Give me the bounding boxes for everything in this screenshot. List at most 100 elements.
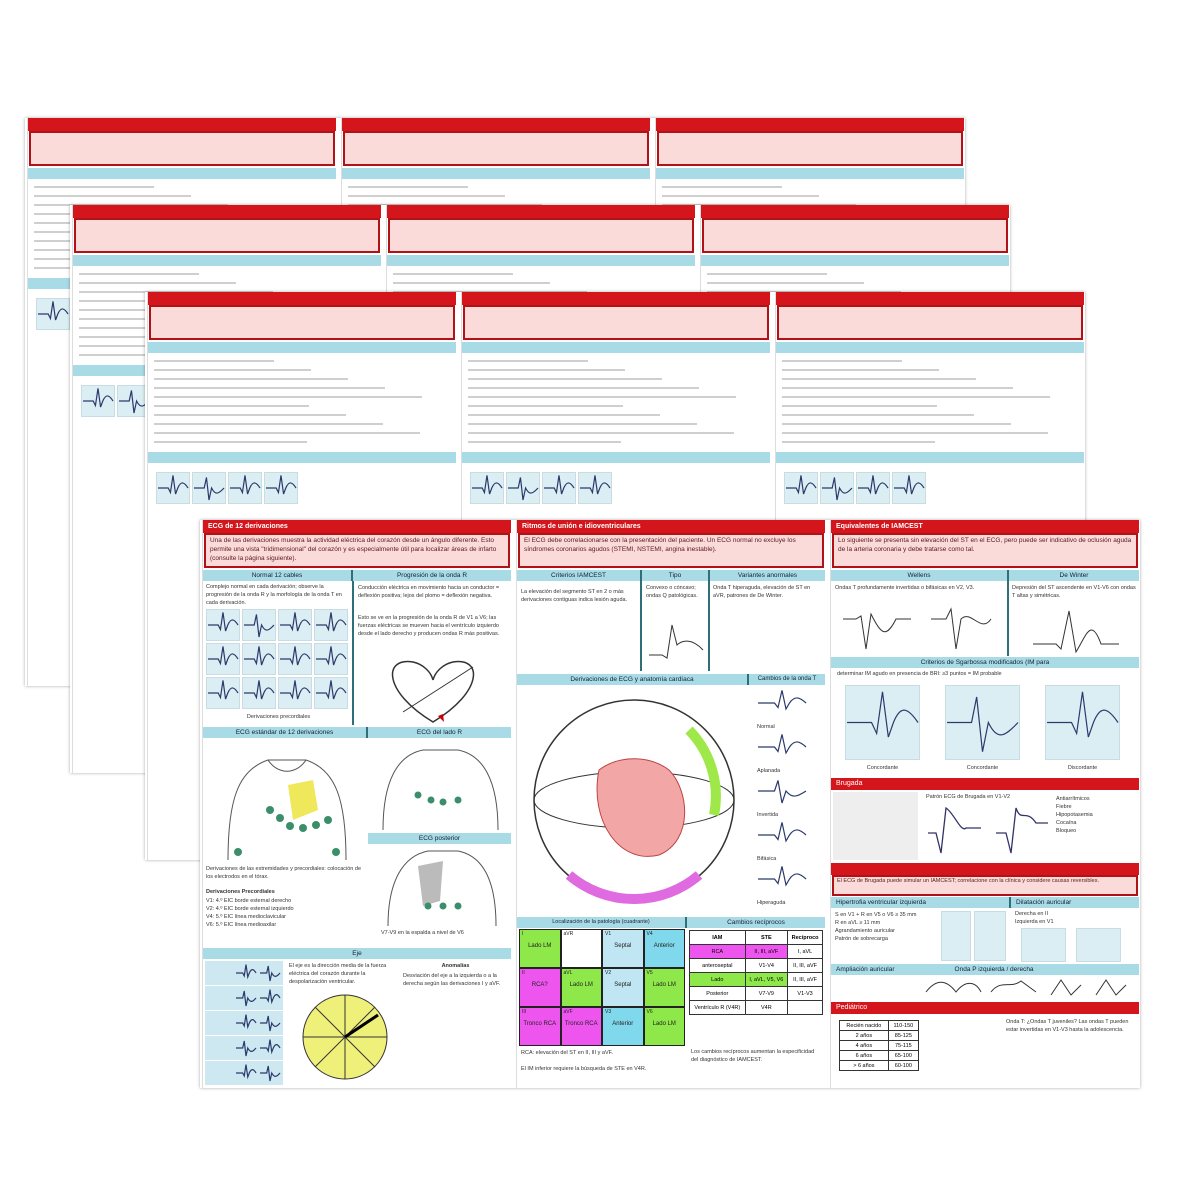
lead-name: V3 bbox=[605, 1009, 612, 1015]
table-cell: 4 años bbox=[839, 1040, 889, 1051]
anatomy-header: Derivaciones de ECG y anatomía cardíaca bbox=[517, 674, 749, 685]
ecg-waveform bbox=[208, 612, 239, 632]
limb-leads-text: Derivaciones de las extremidades y preco… bbox=[206, 866, 361, 880]
back-title-bar bbox=[776, 292, 1084, 305]
posterior-ecg-header: ECG posterior bbox=[368, 833, 511, 844]
back-ecg-cell bbox=[192, 472, 226, 504]
ecg-waveform bbox=[758, 734, 807, 755]
table-cell: V4R bbox=[744, 1000, 789, 1015]
back-text-line bbox=[782, 414, 974, 416]
axis-table-row bbox=[205, 986, 283, 1011]
table-cell: I, aVL bbox=[787, 944, 823, 959]
type-text: Convexo o cóncavo; ondas Q patológicas. bbox=[646, 585, 698, 599]
back-section-bar bbox=[28, 168, 336, 179]
ecg-waveform bbox=[260, 989, 281, 1005]
back-text-line bbox=[468, 441, 621, 443]
precordial-item: V2: 4.º EIC borde esternal izquierdo bbox=[206, 906, 294, 912]
back-section-bar bbox=[148, 452, 456, 463]
t-wave-item: Normal bbox=[757, 688, 823, 732]
ecg-waveform bbox=[244, 614, 275, 638]
ecg-waveform bbox=[266, 475, 297, 495]
ecg-waveform bbox=[947, 696, 1019, 752]
t-wave-item: Aplanada bbox=[757, 732, 823, 776]
sgarbossa-label: Discordante bbox=[1067, 765, 1098, 771]
panel-title: ECG de 12 derivaciones bbox=[203, 520, 511, 533]
lead-name: V1 bbox=[605, 931, 612, 937]
t-wave-label: Bifásica bbox=[757, 856, 777, 862]
back-text-line bbox=[468, 414, 660, 416]
back-description-box bbox=[702, 218, 1008, 253]
ecg-waveform bbox=[822, 477, 853, 501]
sgarbossa-label: Concordante bbox=[866, 765, 899, 771]
divider bbox=[640, 581, 642, 671]
ecg-waveform bbox=[230, 475, 261, 495]
back-text-line bbox=[468, 387, 699, 389]
ecg-strip bbox=[945, 685, 1020, 760]
back-text-line bbox=[393, 282, 550, 284]
axis-text: El eje es la dirección media de la fuerz… bbox=[289, 963, 387, 985]
right-side-ecg-header: ECG del lado R bbox=[368, 727, 511, 738]
wellens-text: Ondas T profundamente invertidas o bifás… bbox=[835, 585, 975, 591]
back-text-line bbox=[707, 273, 827, 275]
p-wave-morphologies bbox=[925, 979, 1127, 996]
back-text-line bbox=[34, 195, 191, 197]
de-winter-waveform bbox=[1033, 610, 1119, 654]
lead-name: III bbox=[522, 1009, 527, 1015]
ecg-lead-cell bbox=[278, 677, 312, 709]
axis-wheel-diagram bbox=[302, 994, 388, 1080]
r-progression-header: Progresión de la onda R bbox=[353, 570, 511, 581]
territory-label: Septal bbox=[614, 943, 632, 949]
back-title-bar bbox=[701, 205, 1009, 218]
back-description-box bbox=[29, 131, 335, 166]
back-section-bar bbox=[387, 255, 695, 266]
back-text-line bbox=[468, 360, 588, 362]
ecg-waveform bbox=[544, 475, 575, 495]
ecg-waveform bbox=[280, 680, 311, 700]
ecg-waveform bbox=[1047, 691, 1119, 738]
table-cell: > 6 años bbox=[839, 1060, 889, 1071]
r-progression-text-2: Esto se ve en la progresión de la onda R… bbox=[358, 615, 500, 637]
back-ecg-cell bbox=[470, 472, 504, 504]
sgarbossa-label: Concordante bbox=[966, 765, 999, 771]
t-wave-header: Cambios de la onda T bbox=[749, 674, 825, 685]
bullet-item: Fiebre bbox=[1056, 804, 1072, 810]
territory-label: Anterior bbox=[612, 1021, 634, 1027]
precordial-item: V6: 5.º EIC línea medioaxilar bbox=[206, 922, 277, 928]
back-text-line bbox=[348, 186, 468, 188]
back-description-box bbox=[657, 131, 963, 166]
axis-lead-waveform bbox=[235, 1063, 257, 1088]
ecg-waveform bbox=[236, 1014, 257, 1030]
t-wave-label: Hiperaguda bbox=[757, 900, 786, 906]
ecg-waveform bbox=[236, 1040, 257, 1057]
back-text-line bbox=[468, 405, 623, 407]
sgarbossa-header: Criterios de Sgarbossa modificados (IM p… bbox=[831, 657, 1139, 668]
ecg-waveform bbox=[758, 822, 807, 843]
ecg-waveform bbox=[847, 691, 919, 738]
table-cell: 6 años bbox=[839, 1050, 889, 1061]
localization-note: RCA: elevación del ST en II, III y aVF. bbox=[521, 1050, 613, 1056]
back-ecg-cell bbox=[36, 298, 70, 330]
back-description-box bbox=[74, 218, 380, 253]
back-description-box bbox=[149, 305, 455, 340]
bullet-item: S en V1 + R en V5 o V6 ≥ 35 mm bbox=[835, 912, 917, 918]
table-cell: 110-150 bbox=[887, 1020, 920, 1031]
back-text-line bbox=[782, 405, 937, 407]
lead-name: V4 bbox=[646, 931, 653, 937]
ecg-lead-cell bbox=[206, 609, 240, 641]
panel-description: Lo siguiente se presenta sin elevación d… bbox=[832, 533, 1138, 568]
panel-description: El ECG debe correlacionarse con la prese… bbox=[518, 533, 824, 568]
variants-text: Onda T hiperaguda, elevación de ST en aV… bbox=[713, 585, 811, 599]
localization-cell: aVR bbox=[560, 929, 602, 968]
back-text-line bbox=[154, 396, 422, 398]
axis-lead-waveform bbox=[259, 1013, 281, 1038]
ecg-waveform bbox=[236, 990, 257, 1007]
